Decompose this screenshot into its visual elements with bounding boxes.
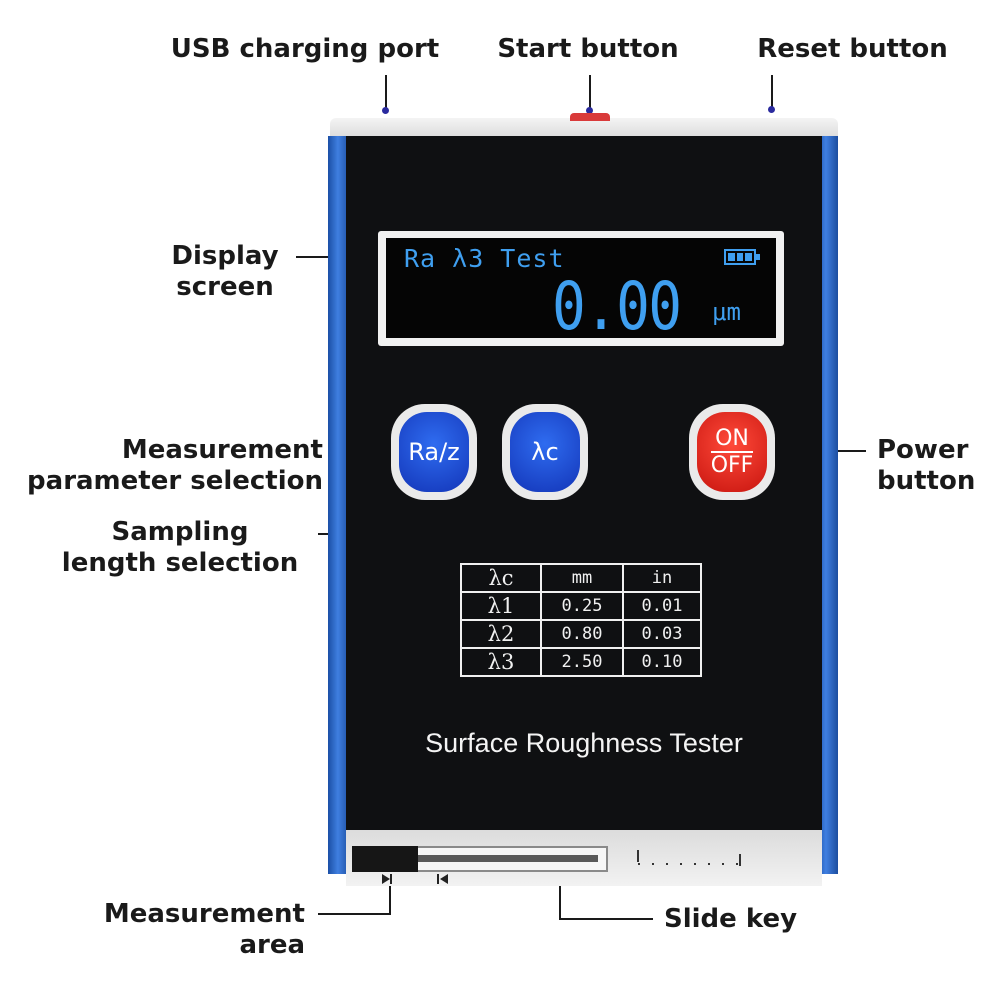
power-button-label: Power button <box>877 435 976 496</box>
measurement-area-label: Measurement area <box>103 899 305 960</box>
table-header-row: λc mm in <box>460 563 702 593</box>
table-cell: 0.25 <box>540 591 624 621</box>
table-cell: λ1 <box>460 591 542 621</box>
table-row: λ3 2.50 0.10 <box>460 647 702 677</box>
usb-port-dot <box>382 107 389 114</box>
start-button[interactable] <box>570 113 610 121</box>
measurement-area-leader-h <box>318 913 390 915</box>
display-value: 0.00 <box>552 268 682 345</box>
usb-port-leader <box>385 75 387 111</box>
table-cell: λ2 <box>460 619 542 649</box>
left-blue-rail <box>328 136 350 874</box>
start-button-leader <box>589 75 591 111</box>
slide-bar <box>418 855 598 862</box>
table-header-cell: mm <box>540 563 624 593</box>
table-row: λ1 0.25 0.01 <box>460 591 702 621</box>
table-header-cell: in <box>622 563 702 593</box>
power-off-text: OFF <box>710 450 754 478</box>
lambda-c-button[interactable]: λc <box>502 404 588 500</box>
start-button-label: Start button <box>497 34 679 64</box>
device-top-cap <box>330 118 838 140</box>
scale-ruler <box>637 850 741 866</box>
table-cell: 0.03 <box>622 619 702 649</box>
table-row: λ2 0.80 0.03 <box>460 619 702 649</box>
slide-key[interactable] <box>352 846 418 872</box>
table-cell: λ3 <box>460 647 542 677</box>
power-button[interactable]: ON OFF <box>689 404 775 500</box>
parameter-selection-label: Measurement parameter selection <box>27 435 323 496</box>
display-screen <box>386 238 776 338</box>
table-cell: 2.50 <box>540 647 624 677</box>
reset-button-leader <box>771 75 773 111</box>
table-cell: 0.80 <box>540 619 624 649</box>
sampling-length-label: Sampling length selection <box>61 517 299 578</box>
reset-button-label: Reset button <box>757 34 948 64</box>
power-on-text: ON <box>715 425 749 451</box>
table-cell: 0.10 <box>622 647 702 677</box>
product-name: Surface Roughness Tester <box>425 728 743 758</box>
ra-z-button[interactable]: Ra/z <box>391 404 477 500</box>
usb-port-label: USB charging port <box>170 34 440 64</box>
slide-key-leader-h <box>559 918 653 920</box>
table-header-cell: λc <box>460 563 542 593</box>
measurement-area-leader-v <box>389 872 391 915</box>
sampling-length-table: λc mm in λ1 0.25 0.01 λ2 0.80 0.03 λ3 2.… <box>460 563 702 677</box>
display-mode-text: Ra λ3 Test <box>404 244 565 273</box>
slide-key-label: Slide key <box>664 904 798 934</box>
start-button-dot <box>586 107 593 114</box>
lambda-c-button-face[interactable]: λc <box>510 412 580 492</box>
ra-z-button-face[interactable]: Ra/z <box>399 412 469 492</box>
display-screen-label: Display screen <box>171 241 279 302</box>
slide-key-leader-v <box>559 866 561 920</box>
table-cell: 0.01 <box>622 591 702 621</box>
display-unit: μm <box>712 298 741 326</box>
position-markers <box>382 874 448 884</box>
reset-button-dot <box>768 106 775 113</box>
power-button-face[interactable]: ON OFF <box>697 412 767 492</box>
battery-full-icon <box>724 249 760 265</box>
